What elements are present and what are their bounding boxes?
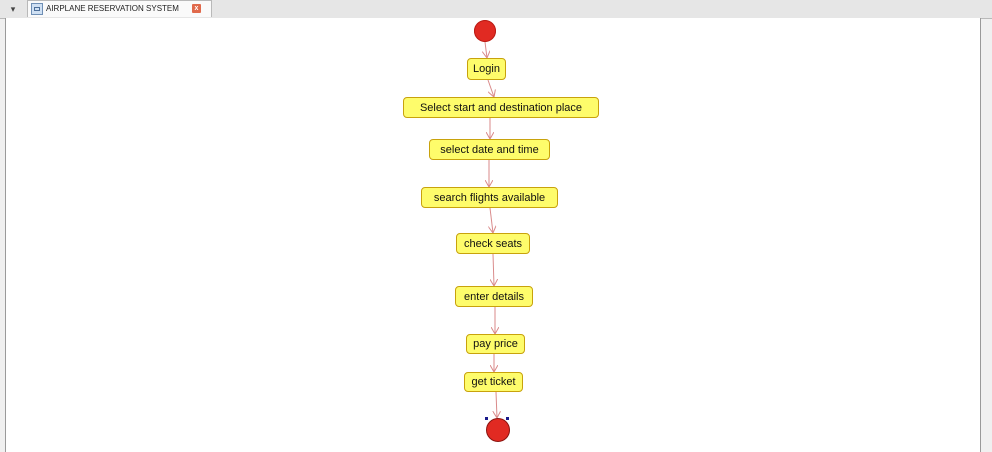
- initial-node[interactable]: [474, 20, 496, 42]
- activity-label: get ticket: [471, 376, 516, 388]
- activity-enter-details[interactable]: enter details: [455, 286, 533, 307]
- tab-label: AIRPLANE RESERVATION SYSTEM: [46, 4, 179, 13]
- flow-edge-check-seats-to-enter-details[interactable]: [493, 253, 494, 286]
- close-icon[interactable]: x: [192, 4, 201, 13]
- activity-pay-price[interactable]: pay price: [466, 334, 525, 354]
- activity-label: Select start and destination place: [419, 101, 583, 114]
- tab-airplane-reservation-system[interactable]: AIRPLANE RESERVATION SYSTEM x: [27, 0, 212, 17]
- tab-list-menu-icon[interactable]: ▾: [10, 4, 16, 14]
- activity-search-flights-available[interactable]: search flights available: [421, 187, 558, 208]
- final-node[interactable]: [486, 418, 510, 442]
- activity-label: enter details: [464, 290, 524, 303]
- activity-select-start-and-destination-place[interactable]: Select start and destination place: [403, 97, 599, 118]
- activity-label: check seats: [463, 237, 523, 250]
- selection-handle[interactable]: [506, 417, 509, 420]
- activity-get-ticket[interactable]: get ticket: [464, 372, 523, 392]
- diagram-file-icon: [31, 3, 43, 15]
- activity-select-date-and-time[interactable]: select date and time: [429, 139, 550, 160]
- flow-edge-search-flights-to-check-seats[interactable]: [490, 207, 493, 233]
- flow-edge-start-to-login[interactable]: [485, 41, 487, 58]
- selection-handle[interactable]: [485, 417, 488, 420]
- activity-label: Login: [473, 63, 500, 75]
- activity-label: select date and time: [440, 143, 539, 156]
- activity-label: search flights available: [433, 191, 546, 204]
- activity-label: pay price: [473, 338, 518, 350]
- activity-check-seats[interactable]: check seats: [456, 233, 530, 254]
- flow-edge-get-ticket-to-end[interactable]: [496, 391, 497, 418]
- flow-edge-login-to-select-places[interactable]: [487, 79, 494, 97]
- activity-login[interactable]: Login: [467, 58, 506, 80]
